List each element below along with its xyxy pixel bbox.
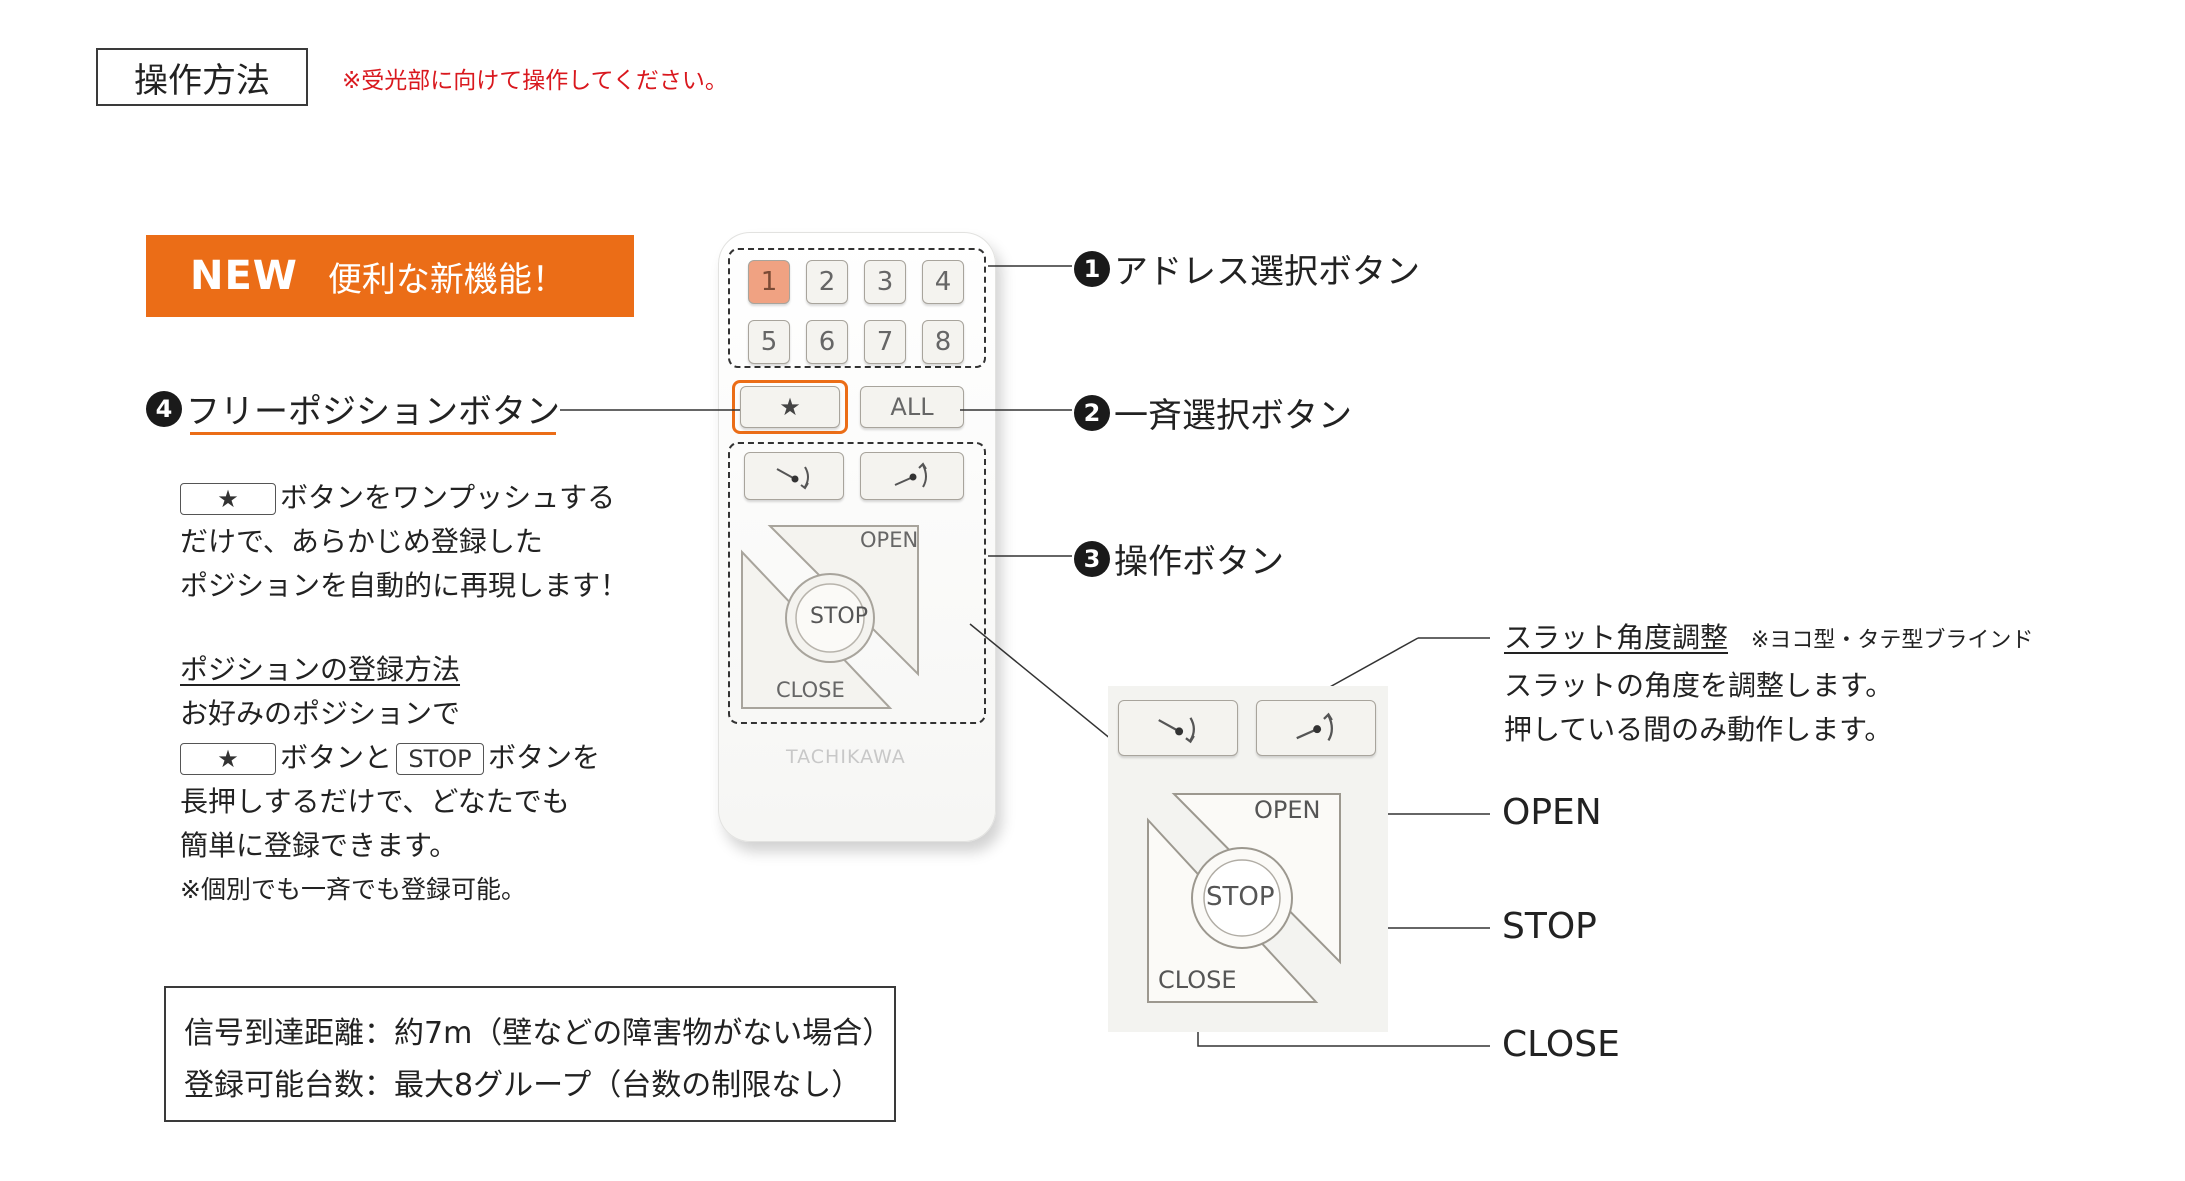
reg-line-2a: ボタンと	[280, 741, 393, 774]
number-3-icon: 3	[1074, 540, 1110, 577]
remote-control: 1 2 3 4 5 6 7 8 ★ ALL OPEN STOP CLOSE TA…	[718, 232, 996, 842]
stop-key-icon: STOP	[396, 743, 485, 775]
star-key-icon: ★	[180, 743, 276, 775]
address-key-1[interactable]: 1	[748, 260, 790, 304]
accent-underline	[190, 432, 556, 435]
detail-stop-label: STOP	[1206, 882, 1275, 912]
spec-box: 信号到達距離：約7m（壁などの障害物がない場合） 登録可能台数：最大8グループ（…	[164, 986, 896, 1122]
desc-line-3: ポジションを自動的に再現します！	[180, 569, 629, 602]
callout-address-label: アドレス選択ボタン	[1114, 252, 1420, 292]
slat-tilt-up-icon	[894, 462, 927, 488]
callout-all-label: 一斉選択ボタン	[1114, 396, 1352, 436]
slat-tilt-down-icon	[1158, 717, 1195, 744]
callout-operation: 3 操作ボタン	[1074, 534, 1284, 583]
slat-tilt-up-icon	[1296, 712, 1333, 742]
address-key-4[interactable]: 4	[922, 260, 964, 304]
free-position-highlight	[732, 380, 848, 434]
callout-all: 2 一斉選択ボタン	[1074, 388, 1352, 437]
reg-note: ※個別でも一斉でも登録可能。	[180, 875, 526, 904]
address-key-6[interactable]: 6	[806, 320, 848, 364]
slat-close-button[interactable]	[744, 452, 844, 500]
stop-button[interactable]	[795, 583, 865, 653]
slat-line-1: スラットの角度を調整します。	[1504, 669, 1894, 702]
number-2-icon: 2	[1074, 394, 1110, 431]
detail-slat-open-button[interactable]	[1256, 700, 1376, 756]
callout-operation-label: 操作ボタン	[1114, 542, 1284, 582]
close-callout: CLOSE	[1502, 1024, 1620, 1065]
address-key-8[interactable]: 8	[922, 320, 964, 364]
slat-open-button[interactable]	[860, 452, 964, 500]
star-key-icon: ★	[180, 483, 276, 515]
number-1-icon: 1	[1074, 250, 1110, 287]
slat-title-text: スラット角度調整	[1504, 621, 1729, 654]
address-key-2[interactable]: 2	[806, 260, 848, 304]
spec-line-2: 登録可能台数：最大8グループ（台数の制限なし）	[184, 1068, 862, 1103]
open-callout: OPEN	[1502, 792, 1602, 833]
desc-line-1: ボタンをワンプッシュする	[280, 481, 616, 514]
address-key-7[interactable]: 7	[864, 320, 906, 364]
address-key-5[interactable]: 5	[748, 320, 790, 364]
slat-tilt-down-icon	[776, 466, 809, 490]
free-position-button[interactable]: ★	[740, 386, 840, 428]
free-position-desc: ★ボタンをワンプッシュする だけで、あらかじめ登録した ポジションを自動的に再現…	[180, 476, 628, 608]
new-label: NEW	[190, 253, 298, 299]
detail-slat-close-button[interactable]	[1118, 700, 1238, 756]
all-button[interactable]: ALL	[860, 386, 964, 428]
callout-free-position: 4 フリーポジションボタン	[146, 384, 560, 433]
spec-line-1: 信号到達距離：約7m（壁などの障害物がない場合）	[184, 1016, 893, 1051]
address-group-outline	[728, 248, 986, 368]
reg-line-4: 簡単に登録できます。	[180, 829, 458, 862]
detail-direction-pad	[1147, 793, 1341, 1003]
slat-note: ※ヨコ型・タテ型ブラインド	[1750, 628, 2034, 653]
close-label: CLOSE	[776, 678, 845, 702]
section-title: 操作方法	[96, 48, 308, 106]
operation-group-outline	[728, 442, 986, 724]
open-label: OPEN	[860, 528, 919, 552]
number-4-icon: 4	[146, 390, 182, 427]
detail-stop-button[interactable]	[1203, 859, 1281, 937]
stop-callout: STOP	[1502, 906, 1597, 947]
desc-line-2: だけで、あらかじめ登録した	[180, 525, 543, 558]
usage-note: ※受光部に向けて操作してください。	[342, 68, 728, 94]
feature-label: 便利な新機能！	[327, 259, 566, 300]
address-key-3[interactable]: 3	[864, 260, 906, 304]
detail-open-label: OPEN	[1254, 796, 1321, 824]
registration-title: ポジションの登録方法	[180, 653, 461, 686]
reg-line-3: 長押しするだけで、どなたでも	[180, 785, 570, 818]
new-feature-badge: NEW 便利な新機能！	[146, 235, 634, 317]
reg-line-1: お好みのポジションで	[180, 697, 461, 730]
stop-label: STOP	[810, 604, 868, 629]
operation-detail: OPEN STOP CLOSE	[1108, 686, 1388, 1032]
slat-title: スラット角度調整 ※ヨコ型・タテ型ブラインド	[1504, 616, 2033, 656]
direction-pad	[741, 525, 919, 709]
callout-address: 1 アドレス選択ボタン	[1074, 244, 1420, 293]
callout-free-position-label: フリーポジションボタン	[186, 392, 560, 432]
slat-line-2: 押している間のみ動作します。	[1504, 713, 1893, 746]
detail-close-label: CLOSE	[1158, 966, 1237, 994]
reg-line-2b: ボタンを	[488, 741, 601, 774]
slat-desc: スラットの角度を調整します。 押している間のみ動作します。	[1504, 664, 1893, 752]
brand-logo: TACHIKAWA	[786, 746, 906, 768]
